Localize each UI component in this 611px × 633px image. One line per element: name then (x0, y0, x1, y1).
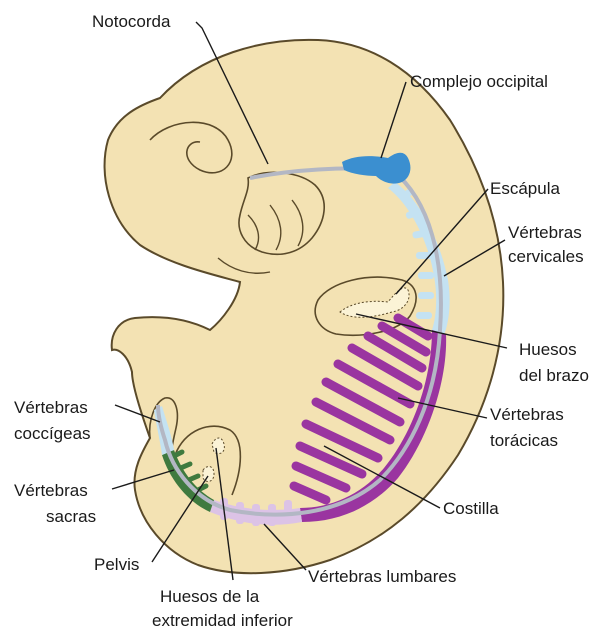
label-escapula: Escápula (490, 179, 560, 198)
label-vertebras-sacras-2: sacras (46, 507, 96, 526)
label-vertebras-coccigeas-1: Vértebras (14, 398, 88, 417)
label-vertebras-cervicales-2: cervicales (508, 247, 584, 266)
label-vertebras-coccigeas-2: coccígeas (14, 424, 91, 443)
label-complejo-occipital: Complejo occipital (410, 72, 548, 91)
label-huesos-extremidad-1: Huesos de la (160, 587, 260, 606)
label-costilla: Costilla (443, 499, 499, 518)
label-vertebras-lumbares: Vértebras lumbares (308, 567, 456, 586)
label-notocorda: Notocorda (92, 12, 171, 31)
label-huesos-brazo-1: Huesos (519, 340, 577, 359)
label-vertebras-toracicas-2: torácicas (490, 431, 558, 450)
label-vertebras-toracicas-1: Vértebras (490, 405, 564, 424)
label-huesos-extremidad-2: extremidad inferior (152, 611, 293, 630)
label-vertebras-cervicales-1: Vértebras (508, 223, 582, 242)
label-huesos-brazo-2: del brazo (519, 366, 589, 385)
label-pelvis: Pelvis (94, 555, 139, 574)
label-vertebras-sacras-1: Vértebras (14, 481, 88, 500)
pelvis-bone (203, 467, 214, 482)
